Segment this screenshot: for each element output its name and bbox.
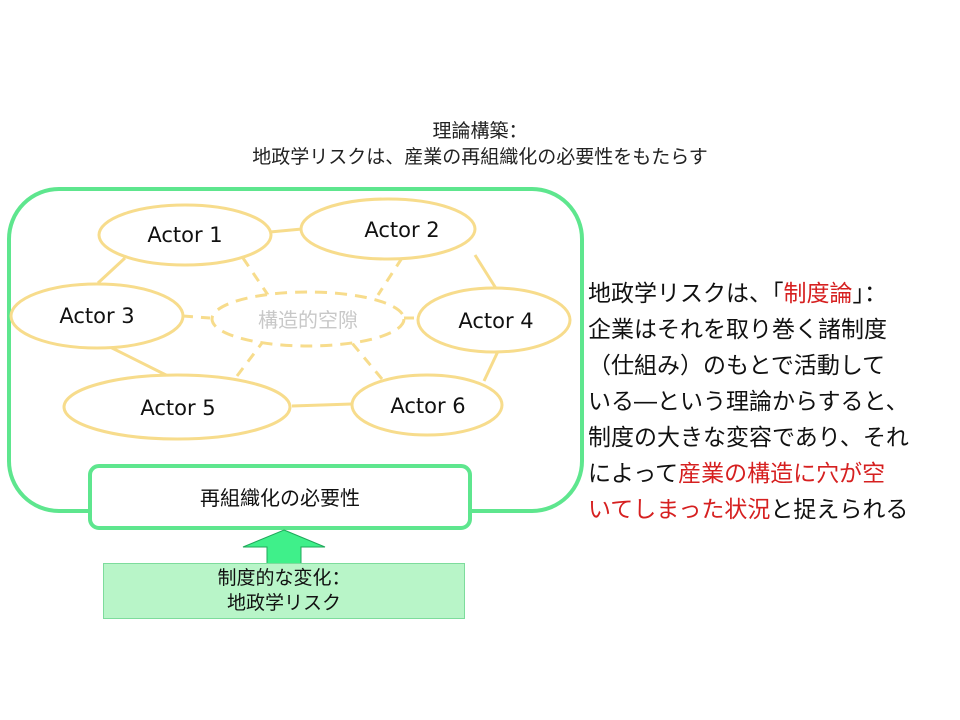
edge-actor3-actor5	[109, 345, 169, 378]
actor-node-1	[97, 203, 273, 267]
highlighted-phrase: 産業の構造に穴が空	[678, 461, 886, 487]
explanation-segment: 制度の大きな変容であり、それ	[588, 425, 909, 451]
actor-node-3	[9, 282, 185, 350]
actor-label-6: Actor 6	[390, 394, 465, 418]
explanation-segment: によって	[588, 461, 679, 487]
explanation-segment: 企業はそれを取り巻く諸制度	[588, 317, 887, 343]
reorganization-label: 再組織化の必要性	[200, 486, 360, 510]
explanation-line: 制度の大きな変容であり、それ	[588, 420, 948, 456]
actor-node-6	[350, 373, 504, 437]
explanation-segment: いる―という理論からすると、	[588, 389, 909, 415]
up-arrow-icon	[242, 529, 326, 566]
actor-label-4: Actor 4	[458, 309, 533, 333]
actor-label-1: Actor 1	[147, 223, 222, 247]
dashed-edge-hole-actor5	[235, 342, 264, 377]
explanation-line: によって産業の構造に穴が空	[588, 456, 948, 492]
dashed-edge-hole-actor6	[350, 342, 384, 380]
reorganization-box	[88, 464, 472, 530]
actor-label-3: Actor 3	[59, 304, 134, 328]
edge-actor5-actor6	[291, 402, 353, 408]
actor-label-5: Actor 5	[140, 396, 215, 420]
institutional-change-box: 制度的な変化： 地政学リスク	[103, 563, 465, 619]
explanation-text: 地政学リスクは、「制度論」： 企業はそれを取り巻く諸制度 （仕組み）のもとで活動して…	[588, 276, 948, 528]
dashed-edge-hole-actor1	[241, 257, 270, 296]
explanation-line: いてしまった状況と捉えられる	[588, 492, 948, 528]
dashed-edge-hole-actor2	[376, 257, 404, 296]
explanation-line: （仕組み）のもとで活動して	[588, 348, 948, 384]
actor-label-2: Actor 2	[364, 218, 439, 242]
explanation-segment: と捉えられる	[770, 497, 909, 523]
structural-hole	[210, 290, 406, 348]
diagram-title-line2: 地政学リスクは、産業の再組織化の必要性をもたらす	[252, 146, 708, 168]
actor-node-2	[299, 197, 477, 261]
change-box-line1: 制度的な変化：	[217, 567, 351, 589]
structural-hole-label: 構造的空隙	[258, 308, 358, 332]
edge-actor1-actor3	[96, 256, 127, 285]
dashed-edge-hole-actor3	[182, 314, 211, 320]
highlighted-phrase: いてしまった状況	[588, 497, 771, 523]
explanation-segment: 」：	[852, 281, 888, 307]
explanation-segment: （仕組み）のもとで活動して	[588, 353, 886, 379]
explanation-line: 企業はそれを取り巻く諸制度	[588, 312, 948, 348]
actor-node-4	[416, 286, 572, 354]
change-box-line2: 地政学リスク	[226, 592, 341, 614]
edge-actor1-actor2	[269, 227, 303, 234]
explanation-segment: 地政学リスクは、「	[588, 281, 784, 307]
actor-node-5	[62, 373, 292, 441]
explanation-line: いる―という理論からすると、	[588, 384, 948, 420]
explanation-line: 地政学リスクは、「制度論」：	[588, 276, 948, 312]
edge-actor2-actor4	[473, 254, 499, 291]
highlighted-phrase: 制度論	[783, 281, 853, 307]
diagram-title-line1: 理論構築：	[432, 120, 528, 142]
